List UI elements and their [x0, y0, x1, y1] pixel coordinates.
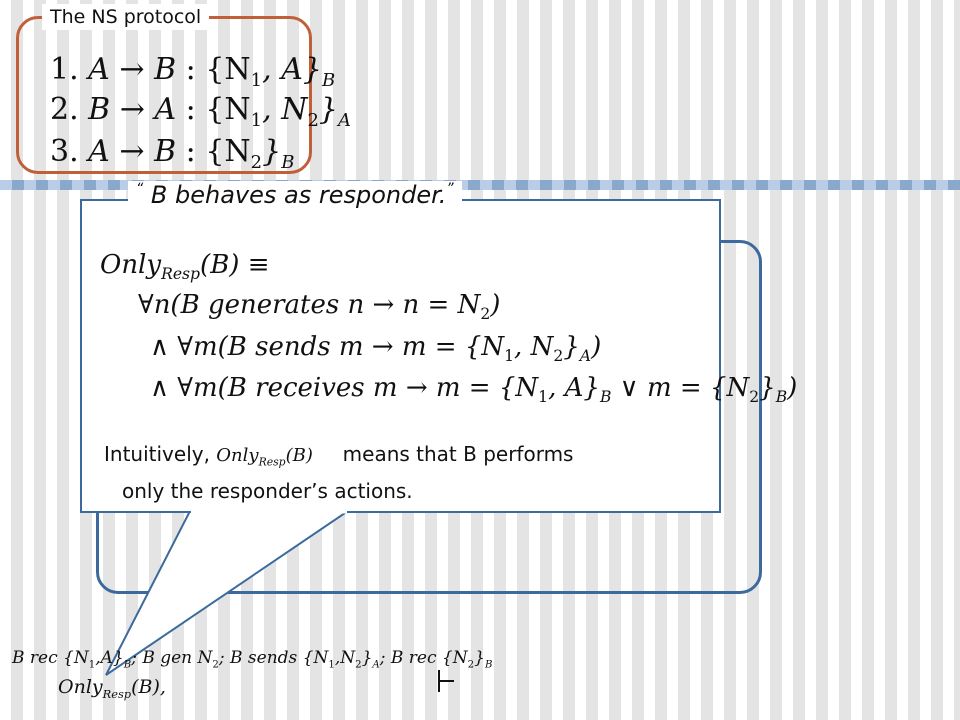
protocol-step-3: 3. A → B : {N2}B — [50, 134, 295, 173]
protocol-step-2: 2. B → A : {N1, N2}A — [50, 92, 351, 131]
definition-line-1: OnlyResp(B) ≡ — [100, 250, 270, 284]
intuition-math: OnlyResp(B) — [216, 445, 313, 469]
definition-line-2: ∀n(B generates n → n = N2) — [138, 290, 501, 324]
top-stripe — [0, 180, 960, 190]
callout-title: “ B behaves as responder.” — [128, 181, 462, 209]
definition-line-3: ∧ ∀m(B sends m → m = {N1, N2}A) — [150, 332, 602, 366]
bottom-trace: B rec {N1,A}B; B gen N2; B sends {N1,N2}… — [12, 648, 493, 671]
protocol-title: The NS protocol — [42, 4, 210, 30]
definition-line-4: ∧ ∀m(B receives m → m = {N1, A}B ∨ m = {… — [150, 373, 798, 407]
bottom-only-resp: OnlyResp(B), — [58, 676, 166, 701]
callout-box — [80, 199, 721, 513]
intuition-text: Intuitively, OnlyResp(B) means that B pe… — [104, 442, 574, 503]
turnstile-symbol — [438, 670, 454, 692]
protocol-step-1: 1. A → B : {N1, A}B — [50, 52, 336, 91]
